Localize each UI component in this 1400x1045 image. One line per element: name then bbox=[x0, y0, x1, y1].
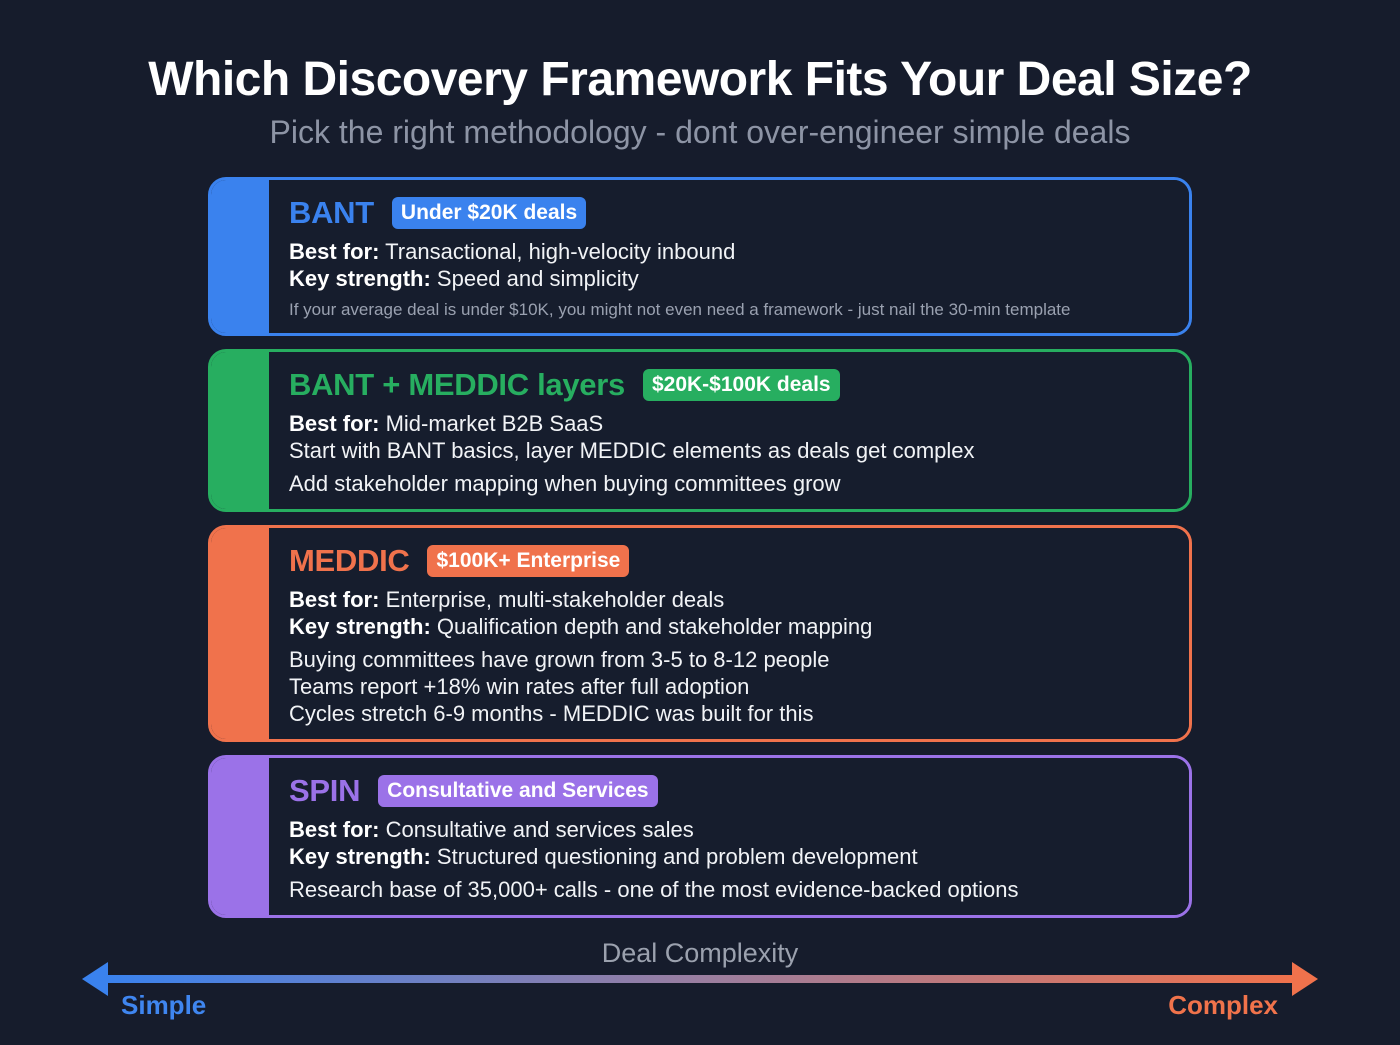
detail-line: Buying committees have grown from 3-5 to… bbox=[289, 647, 830, 672]
best-for: Best for: Mid-market B2B SaaS bbox=[289, 411, 604, 436]
deal-size-badge: Under $20K deals bbox=[391, 197, 587, 229]
key-strength: Key strength: Speed and simplicity bbox=[289, 266, 639, 291]
key-strength: Key strength: Qualification depth and st… bbox=[289, 614, 873, 639]
accent-bar bbox=[211, 180, 269, 333]
deal-size-badge: $100K+ Enterprise bbox=[427, 545, 630, 577]
framework-name: MEDDIC bbox=[289, 543, 410, 578]
framework-name: SPIN bbox=[289, 773, 361, 808]
note: If your average deal is under $10K, you … bbox=[289, 300, 1071, 319]
detail-line: Add stakeholder mapping when buying comm… bbox=[289, 471, 841, 496]
key-strength: Key strength: Structured questioning and… bbox=[289, 844, 918, 869]
detail-line: Teams report +18% win rates after full a… bbox=[289, 674, 750, 699]
best-for: Best for: Transactional, high-velocity i… bbox=[289, 239, 736, 264]
axis-left-label: Simple bbox=[121, 990, 207, 1020]
card-bant-meddic: BANT + MEDDIC layers $20K-$100K deals Be… bbox=[208, 349, 1192, 512]
accent-bar bbox=[211, 528, 269, 739]
complexity-arrow-icon bbox=[82, 962, 1318, 996]
accent-bar bbox=[211, 352, 269, 509]
deal-size-badge: Consultative and Services bbox=[378, 775, 658, 807]
best-for: Best for: Consultative and services sale… bbox=[289, 817, 694, 842]
page-title: Which Discovery Framework Fits Your Deal… bbox=[148, 53, 1252, 106]
framework-name: BANT bbox=[289, 195, 374, 230]
card-meddic: MEDDIC $100K+ Enterprise Best for: Enter… bbox=[208, 525, 1192, 742]
page-subtitle: Pick the right methodology - dont over-e… bbox=[269, 114, 1131, 150]
deal-size-badge: $20K-$100K deals bbox=[642, 369, 840, 401]
card-spin: SPIN Consultative and Services Best for:… bbox=[208, 755, 1192, 918]
axis-right-label: Complex bbox=[1168, 990, 1278, 1020]
accent-bar bbox=[211, 758, 269, 915]
framework-name: BANT + MEDDIC layers bbox=[289, 367, 625, 402]
card-bant: BANT Under $20K deals Best for: Transact… bbox=[208, 177, 1192, 336]
best-for: Best for: Enterprise, multi-stakeholder … bbox=[289, 587, 725, 612]
detail-line: Research base of 35,000+ calls - one of … bbox=[289, 877, 1019, 902]
axis-label: Deal Complexity bbox=[601, 938, 799, 968]
detail-line: Cycles stretch 6-9 months - MEDDIC was b… bbox=[289, 701, 814, 726]
detail-line: Start with BANT basics, layer MEDDIC ele… bbox=[289, 438, 975, 463]
